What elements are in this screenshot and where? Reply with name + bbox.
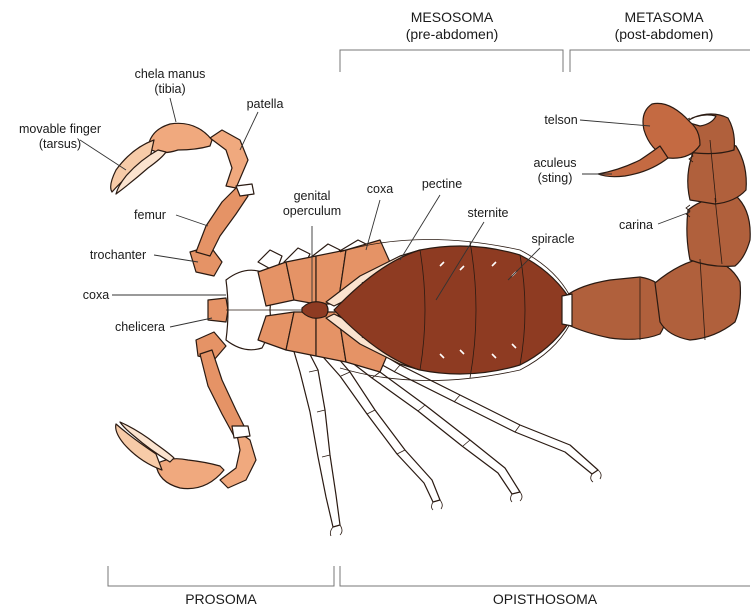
- label-coxa-left: coxa: [83, 288, 109, 302]
- metasoma-bracket: [570, 50, 750, 72]
- pedipalp-upper-patella: [210, 130, 248, 188]
- prosoma-bracket: [108, 566, 334, 586]
- label-trochanter: trochanter: [90, 248, 146, 262]
- mesosoma-bracket: [340, 50, 563, 72]
- leader-carina: [658, 212, 690, 224]
- leader-chela-manus: [170, 98, 176, 122]
- leader-femur: [176, 215, 208, 226]
- label-sternite: sternite: [468, 206, 509, 220]
- telson: [643, 103, 700, 158]
- leader-movable-finger: [80, 140, 126, 170]
- pedipalp-lower: [116, 332, 256, 489]
- label-telson: telson: [544, 113, 577, 127]
- label-aculeus: aculeus: [533, 156, 576, 170]
- leader-chelicera: [170, 318, 212, 327]
- metasoma-subheading: (post-abdomen): [615, 26, 714, 42]
- prosoma-heading: PROSOMA: [185, 591, 257, 607]
- pedipalp-lower-joint: [232, 426, 250, 438]
- label-spiracle: spiracle: [531, 232, 574, 246]
- chela-manus-upper: [148, 123, 212, 152]
- mesosoma-subheading: (pre-abdomen): [406, 26, 499, 42]
- label-coxa-top: coxa: [367, 182, 393, 196]
- metasoma-tail: [566, 103, 750, 340]
- label-movable-finger: movable finger: [19, 122, 101, 136]
- mesosoma-metasoma-joint: [562, 294, 572, 326]
- mesosoma-heading: MESOSOMA: [411, 9, 494, 25]
- opisthosoma-heading: OPISTHOSOMA: [493, 591, 598, 607]
- label-femur: femur: [134, 208, 166, 222]
- pedipalp-upper-joint: [236, 184, 254, 196]
- pedipalp-lower-patella: [220, 430, 256, 488]
- pedipalp-lower-femur: [200, 350, 246, 436]
- metasoma-segment-2: [655, 258, 740, 340]
- opisthosoma-bracket: [340, 566, 750, 586]
- label-genital-operculum: genital: [294, 189, 331, 203]
- chela-manus-lower: [156, 459, 224, 489]
- leg-claws: [330, 470, 601, 536]
- label-movable-finger-sub: (tarsus): [39, 137, 81, 151]
- genital-operculum: [302, 302, 328, 319]
- label-aculeus-sub: (sting): [538, 171, 573, 185]
- label-genital-operculum-sub: operculum: [283, 204, 341, 218]
- metasoma-segment-1: [566, 277, 668, 339]
- label-pectine: pectine: [422, 177, 462, 191]
- aculeus: [598, 146, 668, 177]
- label-chelicera: chelicera: [115, 320, 165, 334]
- leader-patella: [240, 112, 258, 150]
- label-patella: patella: [247, 97, 284, 111]
- label-chela-manus: chela manus: [135, 67, 206, 81]
- label-chela-manus-sub: (tibia): [154, 82, 185, 96]
- leader-telson: [580, 120, 650, 126]
- label-carina: carina: [619, 218, 653, 232]
- metasoma-heading: METASOMA: [624, 9, 704, 25]
